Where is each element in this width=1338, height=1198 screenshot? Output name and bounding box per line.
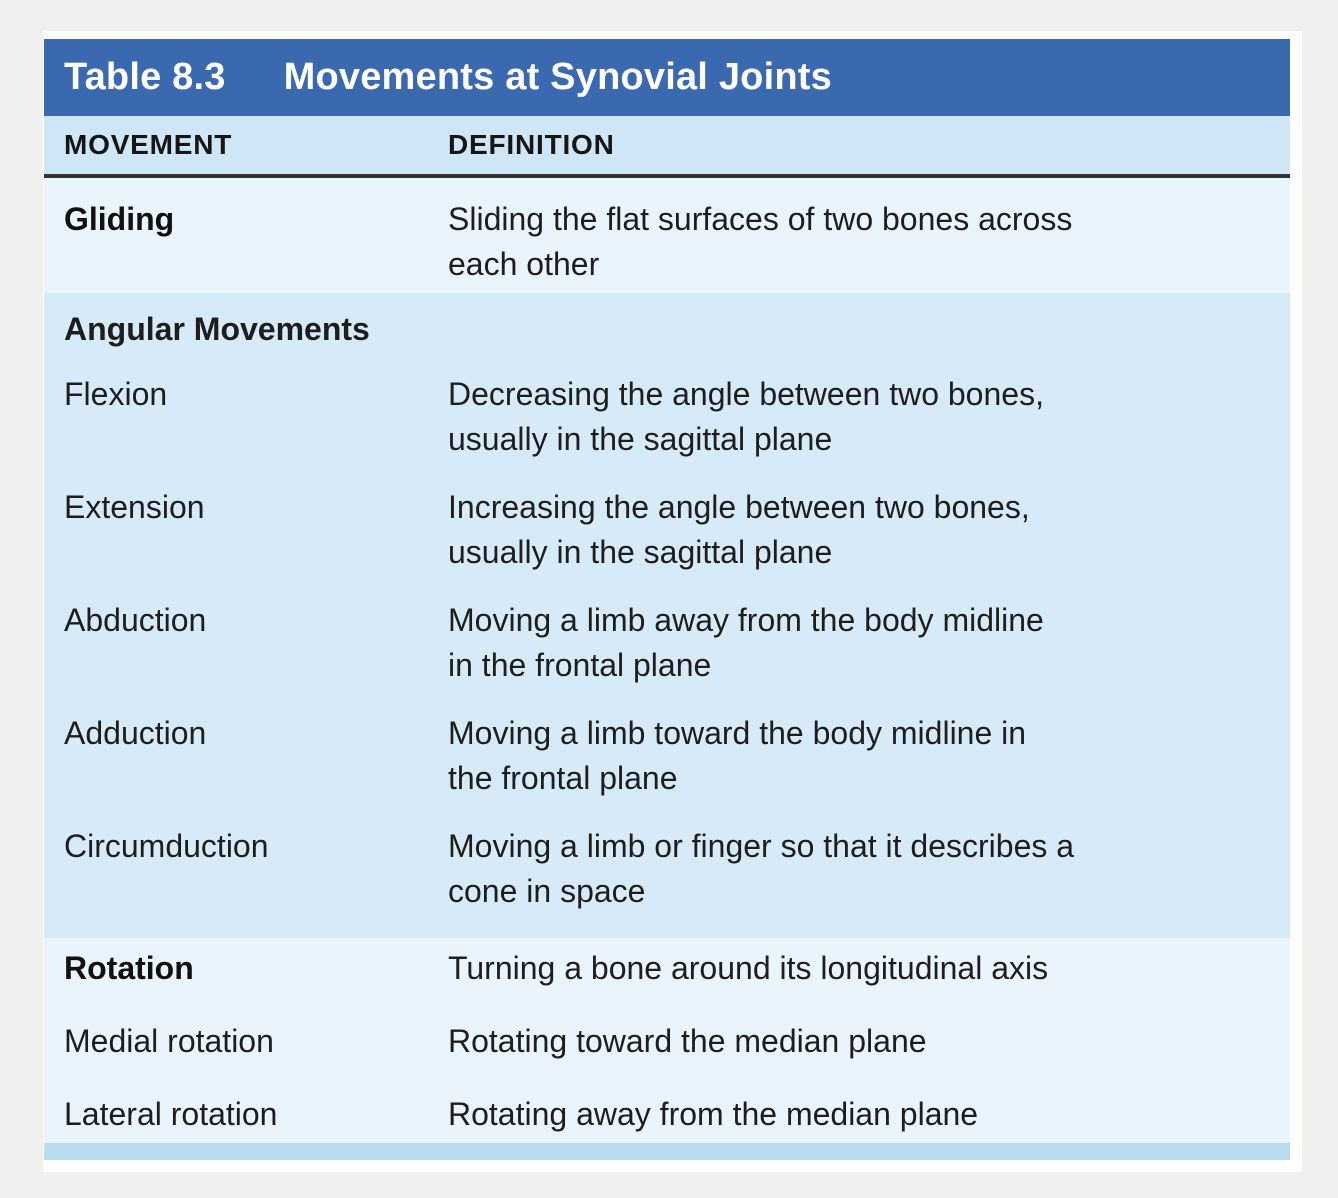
movement-cell: Circumduction — [64, 828, 269, 864]
definition-cell: Rotating toward the median plane — [448, 1023, 927, 1059]
table-row: Rotation Turning a bone around its longi… — [44, 946, 1290, 991]
movement-cell: Lateral rotation — [64, 1096, 278, 1132]
movement-cell: Rotation — [64, 950, 194, 986]
definition-cell: Increasing the angle between two bones, … — [448, 489, 1030, 570]
definition-cell: Moving a limb toward the body midline in… — [448, 715, 1027, 796]
definition-cell: Moving a limb or finger so that it descr… — [448, 828, 1075, 909]
movement-cell: Adduction — [64, 715, 207, 751]
table-card: Table 8.3 Movements at Synovial Joints M… — [43, 31, 1302, 1172]
definition-cell: Rotating away from the median plane — [448, 1096, 979, 1132]
column-header-row: MOVEMENT DEFINITION — [44, 116, 1290, 178]
table-row: Extension Increasing the angle between t… — [44, 485, 1290, 575]
table-row: Lateral rotation Rotating away from the … — [44, 1092, 1290, 1137]
section-gliding: Gliding Sliding the flat surfaces of two… — [44, 178, 1290, 293]
table-number: Table 8.3 — [64, 56, 226, 98]
movement-cell: Flexion — [64, 376, 168, 412]
table-title: Movements at Synovial Joints — [283, 56, 832, 98]
table-row: Abduction Moving a limb away from the bo… — [44, 598, 1290, 688]
definition-cell: Turning a bone around its longitudinal a… — [448, 950, 1049, 986]
definition-cell: Moving a limb away from the body midline… — [448, 602, 1044, 683]
section-angular-movements: Angular Movements Flexion Decreasing the… — [44, 293, 1290, 938]
table-title-bar: Table 8.3 Movements at Synovial Joints — [44, 39, 1290, 116]
table-bottom-bar — [44, 1143, 1290, 1160]
movement-cell: Abduction — [64, 602, 207, 638]
table-row: Circumduction Moving a limb or finger so… — [44, 824, 1290, 914]
definition-cell: Decreasing the angle between two bones, … — [448, 376, 1044, 457]
table-row: Adduction Moving a limb toward the body … — [44, 711, 1290, 801]
movement-cell: Extension — [64, 489, 205, 525]
definition-cell: Sliding the flat surfaces of two bones a… — [448, 201, 1073, 282]
table-row: Gliding Sliding the flat surfaces of two… — [44, 197, 1290, 287]
table-row: Medial rotation Rotating toward the medi… — [44, 1019, 1290, 1064]
section-header-angular-movements: Angular Movements — [64, 311, 370, 347]
movement-cell: Gliding — [64, 201, 175, 237]
column-header-definition: DEFINITION — [448, 129, 615, 160]
column-header-movement: MOVEMENT — [64, 129, 233, 160]
table-row: Flexion Decreasing the angle between two… — [44, 372, 1290, 462]
synovial-joints-table: Table 8.3 Movements at Synovial Joints M… — [44, 39, 1290, 1164]
section-rotation: Rotation Turning a bone around its longi… — [44, 938, 1290, 1143]
movement-cell: Medial rotation — [64, 1023, 274, 1059]
